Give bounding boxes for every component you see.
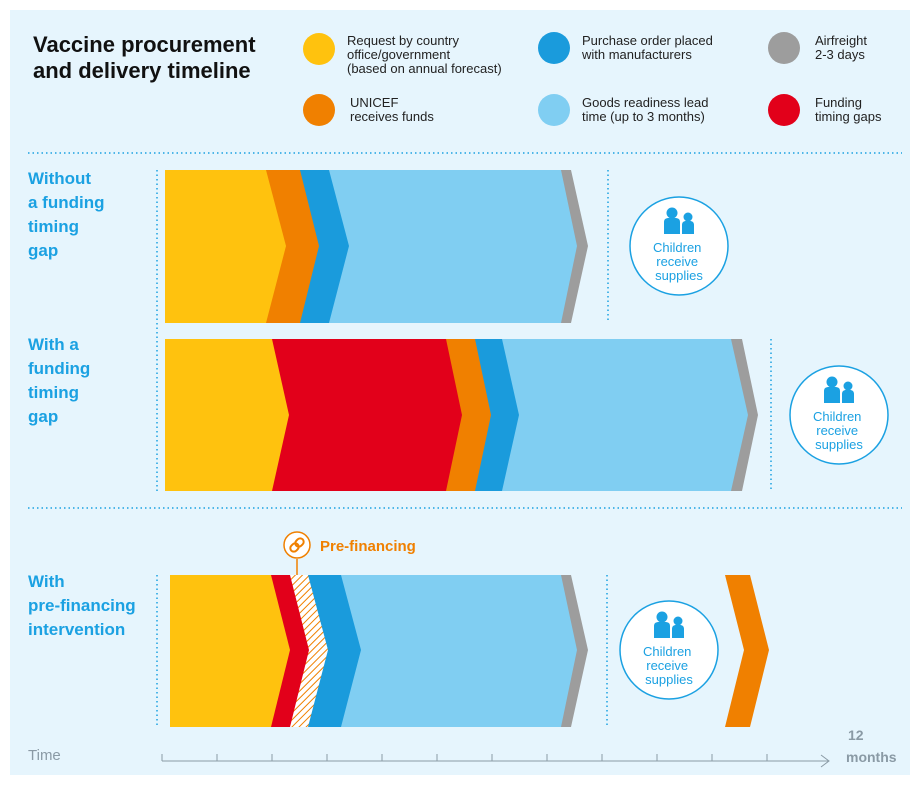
segment-funding-gap (268, 339, 462, 491)
legend-label-funding-gaps: Funding timing gaps (815, 95, 882, 124)
legend: Request by country office/government (ba… (303, 32, 882, 126)
legend-swatch-request (303, 33, 335, 65)
legend-item-purchase-order: Purchase order placed with manufacturers (538, 32, 716, 64)
children-badge-row-2: Children receive supplies (789, 365, 889, 465)
link-icon (289, 537, 305, 553)
timeline-row-with-gap (165, 339, 758, 491)
legend-label-unicef-funds: UNICEF receives funds (350, 95, 434, 124)
timeline-row-without-gap (165, 170, 588, 323)
segment-request (170, 575, 290, 727)
legend-label-request: Request by country office/government (ba… (347, 33, 502, 76)
segment-goods-readiness (325, 170, 577, 323)
legend-label-airfreight: Airfreight 2-3 days (815, 33, 871, 62)
prefinancing-label: Pre-financing (320, 538, 416, 555)
segment-goods-readiness (497, 339, 748, 491)
page-title-line-2: and delivery timeline (33, 58, 251, 83)
children-icon (654, 611, 684, 638)
badge-circle (619, 600, 719, 700)
axis-arrow (820, 754, 830, 768)
prefinancing-callout: Pre-financing (283, 531, 416, 575)
badge-text: Children receive supplies (643, 644, 695, 687)
axis-end-value: 12 (848, 727, 864, 743)
legend-swatch-unicef-funds (303, 94, 335, 126)
legend-item-unicef-funds: UNICEF receives funds (303, 94, 434, 126)
segment-request (165, 170, 286, 323)
legend-item-funding-gaps: Funding timing gaps (768, 94, 882, 126)
badge-text: Children receive supplies (813, 409, 865, 452)
row-label-without-gap: Without a funding timing gap (28, 169, 109, 260)
children-icon (824, 376, 854, 403)
legend-label-goods-readiness: Goods readiness lead time (up to 3 month… (582, 95, 712, 124)
legend-swatch-goods-readiness (538, 94, 570, 126)
timeline-row-prefinancing (170, 575, 769, 727)
segment-airfreight (555, 575, 588, 727)
badge-circle (629, 196, 729, 296)
segment-purchase-order (304, 575, 361, 727)
legend-swatch-funding-gaps (768, 94, 800, 126)
segment-request (165, 339, 289, 491)
legend-item-goods-readiness: Goods readiness lead time (up to 3 month… (538, 94, 712, 126)
segment-unicef-funds (262, 170, 319, 323)
legend-item-request: Request by country office/government (ba… (303, 33, 502, 76)
legend-item-airfreight: Airfreight 2-3 days (768, 32, 871, 64)
row-label-prefinancing: With pre-financing intervention (28, 572, 140, 639)
row-label-with-gap: With a funding timing gap (28, 335, 95, 426)
page-title-line-1: Vaccine procurement (33, 32, 256, 57)
segment-unicef-funds (725, 575, 769, 727)
badge-circle (789, 365, 889, 465)
segment-airfreight (726, 339, 758, 491)
axis-start-label: Time (28, 747, 61, 764)
badge-text: Children receive supplies (653, 240, 705, 283)
axis-ticks (161, 754, 768, 761)
segment-airfreight (555, 170, 588, 323)
time-axis: Time 12 months (28, 727, 897, 768)
legend-swatch-purchase-order (538, 32, 570, 64)
axis-end-unit: months (846, 749, 897, 765)
children-badge-row-3: Children receive supplies (619, 600, 719, 700)
legend-swatch-airfreight (768, 32, 800, 64)
legend-label-purchase-order: Purchase order placed with manufacturers (581, 33, 716, 62)
children-badge-row-1: Children receive supplies (629, 196, 729, 296)
children-icon (664, 207, 694, 234)
segment-goods-readiness (337, 575, 577, 727)
